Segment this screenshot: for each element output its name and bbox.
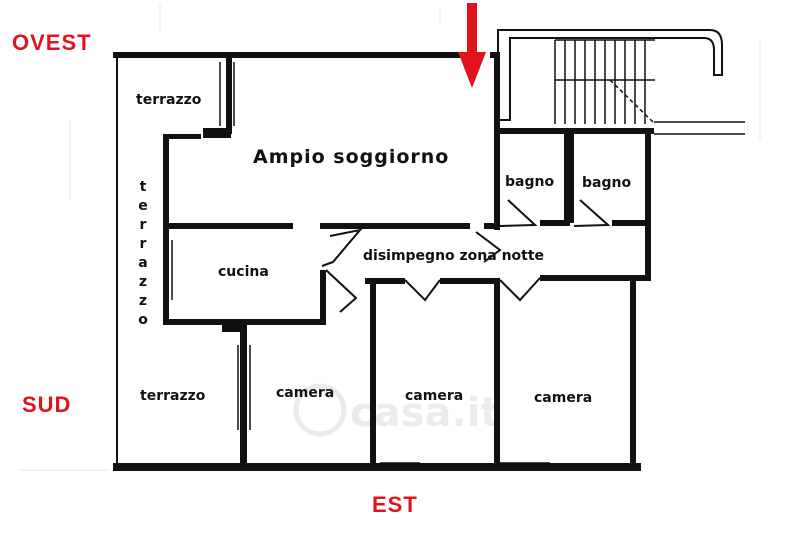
room-hallway-label: disimpegno zona notte [363, 248, 544, 264]
room-terrace-side-label: t e r r a z z o [138, 179, 148, 328]
wall-bedroom-divider-2 [494, 280, 500, 465]
wall-terrace-top-divider [226, 58, 232, 134]
compass-west: OVEST [12, 30, 92, 55]
wall-bath-east [645, 128, 651, 278]
walls [113, 52, 654, 471]
room-bath2-label: bagno [582, 175, 631, 191]
room-bath1-label: bagno [505, 174, 554, 190]
windows [165, 62, 550, 464]
wall-terrace-inner [163, 134, 169, 229]
svg-text:o: o [138, 312, 148, 328]
compass-south: SUD [22, 392, 71, 417]
wall-kitchen-east [320, 270, 326, 325]
wall-bath-divider [564, 128, 574, 223]
svg-text:r: r [140, 217, 147, 233]
compass-east: EST [372, 492, 418, 517]
wall-bath2-bottom [612, 220, 651, 226]
room-living-label: Ampio soggiorno [253, 146, 449, 168]
wall-top [113, 52, 466, 58]
stairwell [497, 29, 745, 135]
wall-bath1-bottom [540, 220, 570, 226]
svg-text:z: z [139, 293, 147, 309]
room-bedroom3-label: camera [534, 390, 592, 406]
wall-kitchen-pillar [222, 322, 244, 332]
room-terrace-top-label: terrazzo [136, 92, 202, 108]
svg-text:a: a [138, 255, 147, 271]
wall-hall-bottom-3 [540, 275, 651, 281]
wall-terrace-top-notch [163, 134, 201, 139]
wall-living-bottom-stub [484, 223, 498, 229]
room-kitchen-label: cucina [218, 264, 269, 280]
wall-bedroom1-west [240, 325, 247, 465]
wall-bottom [113, 463, 641, 471]
wall-hall-bottom-2 [440, 278, 500, 284]
svg-text:r: r [140, 236, 147, 252]
svg-text:t: t [140, 179, 147, 195]
room-bedroom2-label: camera [405, 388, 463, 404]
wall-bedroom-divider-1 [370, 280, 376, 465]
room-bedroom1-label: camera [276, 385, 334, 401]
door-swings [321, 199, 611, 313]
scan-noise [20, 5, 761, 471]
wall-living-bottom-left [163, 223, 293, 229]
wall-hall-bottom-1 [365, 278, 405, 284]
entrance-arrow-icon [458, 3, 486, 88]
wall-living-east [494, 52, 500, 230]
wall-bedroom3-east [630, 275, 636, 470]
svg-text:z: z [139, 274, 147, 290]
wall-living-bottom-right [320, 223, 470, 229]
wall-terrace-pillar [203, 128, 231, 138]
svg-text:e: e [138, 198, 148, 214]
room-terrace-bottom-label: terrazzo [140, 388, 206, 404]
